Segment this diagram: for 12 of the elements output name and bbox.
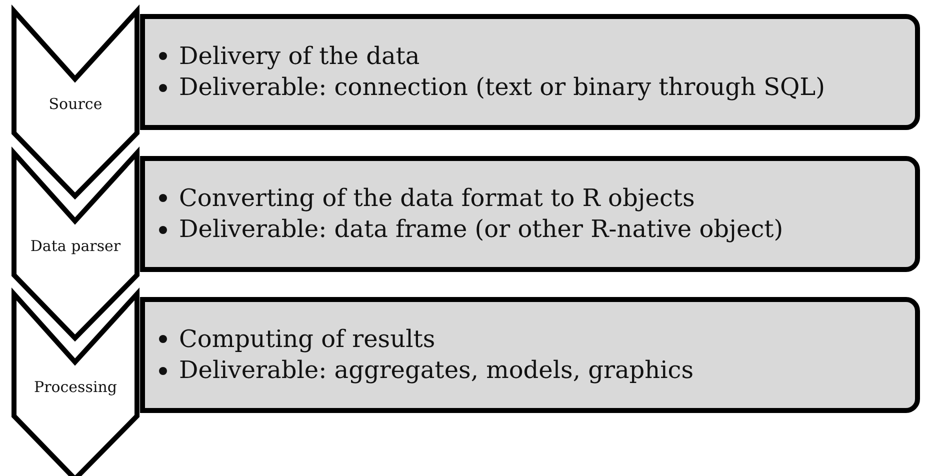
step-label: Source [48,95,104,113]
bullet-text: Deliverable: aggregates, models, graphics [179,355,694,386]
bullet-text: Deliverable: connection (text or binary through SQL) [179,72,825,103]
step-box [140,14,920,130]
bullet-text: Converting of the data format to R objects [179,182,695,214]
step-box [140,156,920,272]
bullet-text: Deliverable: data frame (or other R-native object) [179,214,784,245]
step-label: Processing [32,378,118,396]
step-box [140,297,920,413]
bullet-text: Delivery of the data [179,40,420,72]
step-label: Data parser [29,237,122,255]
bullet-text: Computing of results [179,324,436,355]
